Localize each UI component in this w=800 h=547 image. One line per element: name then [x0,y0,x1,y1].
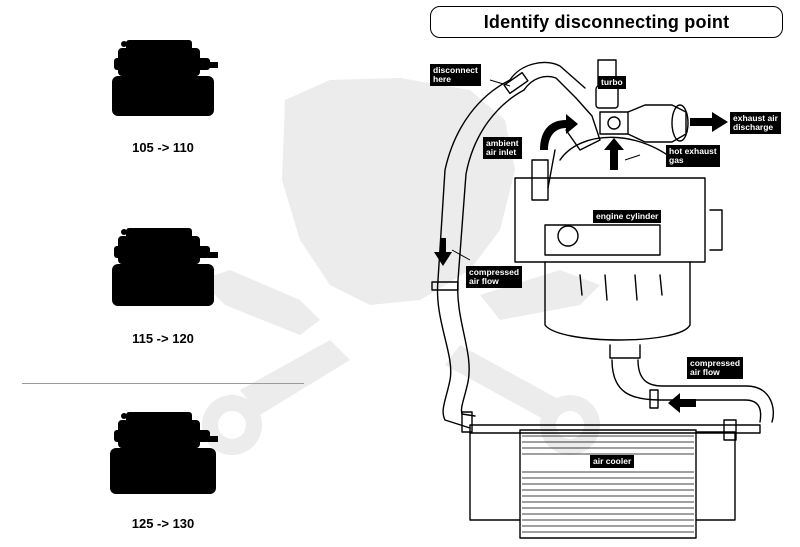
compressed-flow-right-label: compressed air flow [687,357,744,379]
panther-wrench-watermark [200,78,600,455]
hose-coupler-icon [110,412,218,494]
compressed-flow-left-label: compressed air flow [466,266,523,288]
section-divider [22,383,304,384]
size-label-2: 115 -> 120 [132,331,194,346]
hot-exhaust-label: hot exhaust gas [666,145,720,167]
engine-cylinder-label: engine cylinder [593,210,662,223]
turbo-label: turbo [598,76,626,89]
disconnect-label: disconnect here [430,64,481,86]
intake-tube [436,79,511,429]
size-label-3: 125 -> 130 [131,516,195,531]
size-label-1: 105 -> 110 [132,140,194,155]
hose-coupler-icon [112,228,218,306]
exhaust-discharge-label: exhaust air discharge [730,112,781,134]
air-cooler-label: air cooler [590,455,635,468]
ambient-inlet-label: ambient air inlet [483,137,522,159]
page-title: Identify disconnecting point [430,6,783,38]
flow-arrow-icon [434,112,728,413]
hose-coupler-icon [112,40,218,116]
